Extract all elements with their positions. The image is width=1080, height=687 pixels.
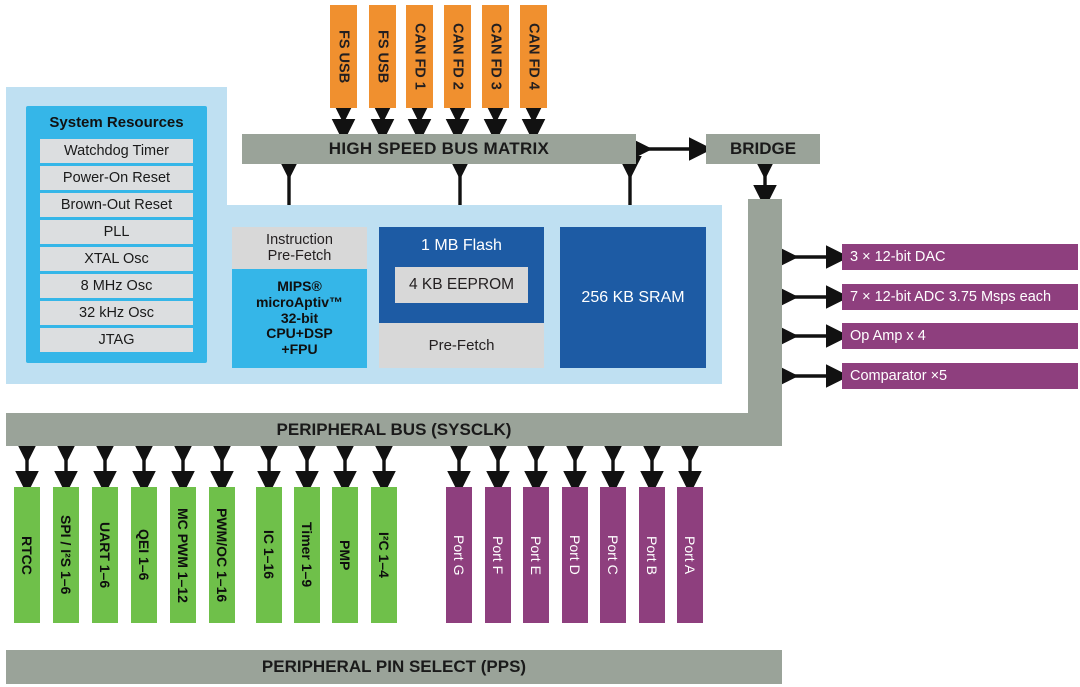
system-resource-item[interactable]: Power-On Reset	[40, 166, 193, 190]
peripheral-block-0[interactable]: RTCC	[14, 487, 40, 623]
instruction-prefetch-line2: Pre-Fetch	[267, 248, 332, 264]
cpu-line-5: +FPU	[281, 341, 318, 357]
port-block-6[interactable]: Port A	[677, 487, 703, 623]
peripheral-block-8[interactable]: PMP	[332, 487, 358, 623]
port-block-3[interactable]: Port D	[562, 487, 588, 623]
system-resource-item[interactable]: Watchdog Timer	[40, 139, 193, 163]
bridge-block[interactable]: BRIDGE	[706, 134, 820, 164]
cpu-line-3: 32-bit	[280, 309, 319, 326]
peripheral-block-2[interactable]: UART 1–6	[92, 487, 118, 623]
peripheral-block-7[interactable]: Timer 1–9	[294, 487, 320, 623]
port-block-1[interactable]: Port F	[485, 487, 511, 623]
peripheral-pin-select-bus[interactable]: PERIPHERAL PIN SELECT (PPS)	[6, 650, 782, 684]
system-resource-item[interactable]: PLL	[40, 220, 193, 244]
system-resource-item[interactable]: 8 MHz Osc	[40, 274, 193, 298]
core-memory-panel: Instruction Pre-Fetch MIPS® microAptiv™ …	[216, 205, 722, 384]
flash-prefetch-block[interactable]: Pre-Fetch	[379, 323, 544, 368]
cpu-line-1: MIPS®	[277, 278, 322, 295]
instruction-prefetch-block[interactable]: Instruction Pre-Fetch	[232, 227, 367, 269]
peripheral-block-6[interactable]: IC 1–16	[256, 487, 282, 623]
analog-block-3[interactable]: Comparator ×5	[842, 363, 1078, 389]
peripheral-block-5[interactable]: PWM/OC 1–16	[209, 487, 235, 623]
system-resource-item[interactable]: 32 kHz Osc	[40, 301, 193, 325]
top-interface-3[interactable]: CAN FD 2	[444, 5, 471, 108]
peripheral-block-4[interactable]: MC PWM 1–12	[170, 487, 196, 623]
analog-block-0[interactable]: 3 × 12-bit DAC	[842, 244, 1078, 270]
high-speed-bus-matrix[interactable]: HIGH SPEED BUS MATRIX	[242, 134, 636, 164]
system-resource-item[interactable]: JTAG	[40, 328, 193, 352]
system-resource-item[interactable]: Brown-Out Reset	[40, 193, 193, 217]
peripheral-block-3[interactable]: QEI 1–6	[131, 487, 157, 623]
flash-label: 1 MB Flash	[421, 237, 502, 254]
system-resources-title: System Resources	[49, 114, 184, 131]
top-interface-2[interactable]: CAN FD 1	[406, 5, 433, 108]
analog-block-2[interactable]: Op Amp x 4	[842, 323, 1078, 349]
port-block-4[interactable]: Port C	[600, 487, 626, 623]
cpu-line-4: CPU+DSP	[266, 325, 333, 342]
port-block-2[interactable]: Port E	[523, 487, 549, 623]
port-block-0[interactable]: Port G	[446, 487, 472, 623]
system-resource-item[interactable]: XTAL Osc	[40, 247, 193, 271]
eeprom-block[interactable]: 4 KB EEPROM	[395, 267, 528, 303]
cpu-core-block[interactable]: MIPS® microAptiv™ 32-bit CPU+DSP +FPU	[232, 269, 367, 368]
flash-block[interactable]: 1 MB Flash 4 KB EEPROM	[379, 227, 544, 323]
top-interface-4[interactable]: CAN FD 3	[482, 5, 509, 108]
peripheral-block-9[interactable]: I²C 1–4	[371, 487, 397, 623]
cpu-line-2: microAptiv™	[255, 293, 344, 310]
analog-block-1[interactable]: 7 × 12-bit ADC 3.75 Msps each	[842, 284, 1078, 310]
top-interface-5[interactable]: CAN FD 4	[520, 5, 547, 108]
bridge-vertical-bus	[748, 199, 782, 446]
sram-block[interactable]: 256 KB SRAM	[560, 227, 706, 368]
instruction-prefetch-line1: Instruction	[266, 231, 333, 248]
top-interface-1[interactable]: FS USB	[369, 5, 396, 108]
peripheral-bus[interactable]: PERIPHERAL BUS (SYSCLK)	[6, 413, 782, 446]
peripheral-block-1[interactable]: SPI / I²S 1–6	[53, 487, 79, 623]
port-block-5[interactable]: Port B	[639, 487, 665, 623]
top-interface-0[interactable]: FS USB	[330, 5, 357, 108]
